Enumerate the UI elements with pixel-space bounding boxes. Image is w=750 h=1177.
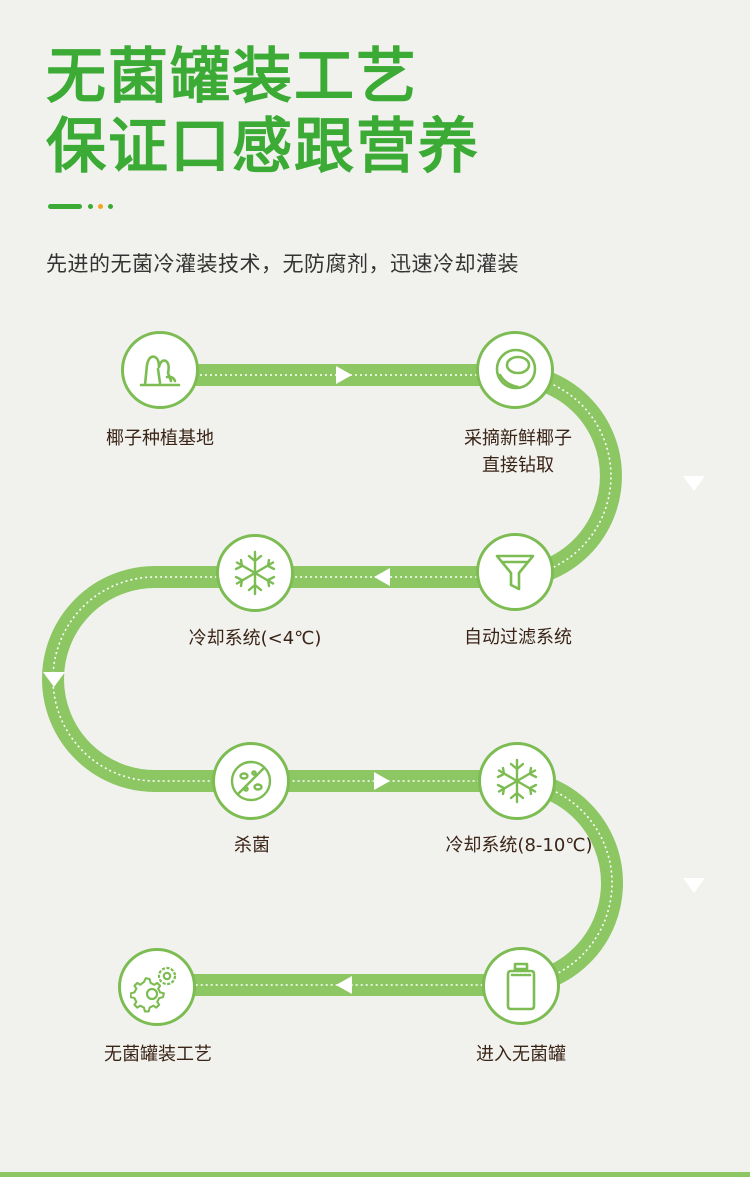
arrow-down-icon [683, 476, 705, 491]
snowflake-icon [496, 758, 538, 804]
arrow-left-icon [336, 976, 352, 994]
step-label-5: 杀菌 [234, 835, 270, 856]
arrow-right-icon [336, 366, 352, 384]
step-label-8: 无菌罐装工艺 [104, 1044, 212, 1065]
page-subtitle: 先进的无菌冷灌装技术，无防腐剂，迅速冷却灌装 [46, 252, 519, 276]
arrow-left-icon [374, 568, 390, 586]
accent-bar [48, 204, 82, 209]
gears-icon [130, 966, 177, 1013]
title-line-1: 无菌罐装工艺 [46, 42, 418, 112]
bacteria-sterilize-icon [230, 760, 272, 802]
step-label-4: 冷却系统(<4℃) [188, 628, 322, 649]
arrow-right-icon [374, 772, 390, 790]
coconut-tree-icon [139, 355, 181, 387]
accent-dot-3 [108, 204, 113, 209]
step-node-2 [476, 331, 554, 409]
step-node-8 [118, 948, 196, 1026]
accent-dot-1 [88, 204, 93, 209]
bottom-divider [0, 1172, 750, 1177]
step-node-3 [476, 533, 554, 611]
step-label-2: 采摘新鲜椰子 直接钻取 [464, 428, 572, 476]
step-label-3: 自动过滤系统 [464, 627, 572, 648]
snowflake-icon [234, 550, 276, 596]
title-line-2: 保证口感跟营养 [46, 112, 480, 182]
step-node-4 [216, 534, 294, 612]
title-accent-decoration [48, 203, 128, 211]
step-node-6 [478, 742, 556, 820]
arrow-down-icon [43, 672, 65, 687]
accent-dot-2 [98, 204, 103, 209]
step-node-7 [482, 947, 560, 1025]
step-node-1 [121, 331, 199, 409]
funnel-filter-icon [495, 554, 535, 591]
step-label-6: 冷却系统(8-10℃) [445, 835, 593, 856]
arrow-down-icon [683, 878, 705, 893]
step-label-7: 进入无菌罐 [476, 1044, 566, 1065]
pouch-container-icon [506, 962, 536, 1011]
step-node-5 [212, 742, 290, 820]
coconut-half-icon [495, 348, 537, 390]
track-arrows [43, 366, 705, 994]
step-label-1: 椰子种植基地 [106, 428, 214, 449]
page-title: 无菌罐装工艺 保证口感跟营养 [46, 42, 480, 182]
